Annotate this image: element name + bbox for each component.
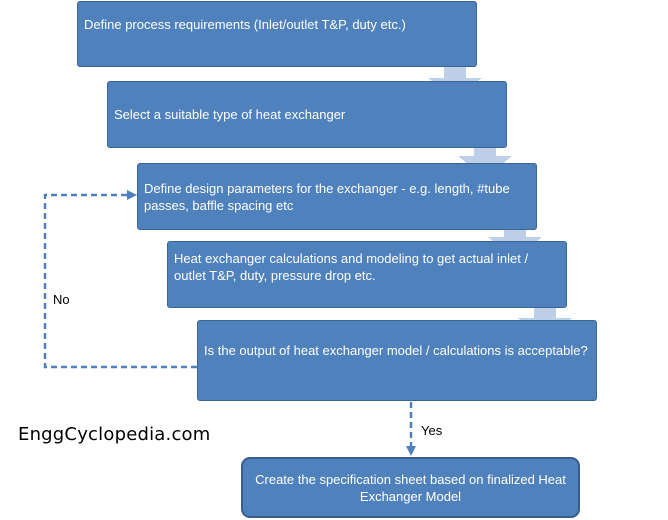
step-text: Heat exchanger calculations and modeling… [174,251,529,283]
step-text: Define design parameters for the exchang… [144,180,510,213]
no-edge-label: No [53,292,70,307]
step-calculations-and-modeling: Heat exchanger calculations and modeling… [167,241,567,308]
step-text: Create the specification sheet based on … [255,471,566,504]
step-text: Select a suitable type of heat exchanger [114,107,346,122]
yes-edge-label: Yes [421,423,443,438]
step-define-design-parameters: Define design parameters for the exchang… [137,163,537,230]
brand-watermark: EnggCyclopedia.com [18,424,211,445]
step-text: Is the output of heat exchanger model / … [204,343,588,358]
no-loop-arrowhead [127,190,137,200]
step-select-exchanger-type: Select a suitable type of heat exchanger [107,81,507,148]
step-text: Define process requirements (Inlet/outle… [84,17,406,32]
yes-arrowhead [406,446,416,456]
no-loop-line [43,193,197,369]
decision-output-acceptable: Is the output of heat exchanger model / … [197,320,597,401]
step-create-specification-sheet: Create the specification sheet based on … [241,457,580,518]
step-define-process-requirements: Define process requirements (Inlet/outle… [77,1,477,67]
